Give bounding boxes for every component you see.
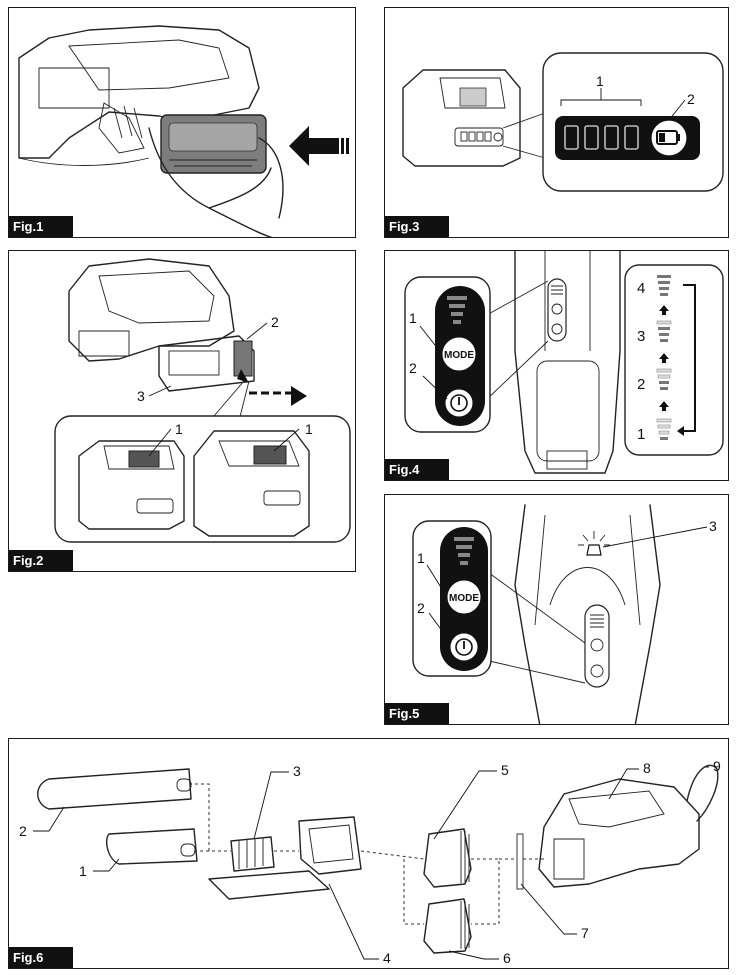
callout-label: 1: [305, 421, 313, 437]
level-number: 4: [637, 280, 645, 297]
level-1-bars: [656, 418, 672, 440]
indicator-lamp: [604, 125, 619, 150]
callout-label: 1: [409, 310, 417, 326]
callout-label: 2: [19, 823, 27, 839]
battery-insert-illustration: [18, 25, 349, 237]
power-icon: [455, 638, 473, 656]
callout-label: 2: [409, 360, 417, 376]
callout-label: 1: [175, 421, 183, 437]
arrow-up-icon: [659, 305, 669, 315]
indicator-lamp: [584, 125, 599, 150]
figure-5-label: Fig.5: [385, 703, 450, 724]
callout-label: 2: [271, 314, 279, 330]
callout-label: 1: [596, 73, 604, 89]
mode-levels-illustration: MODE 1 2 4 3 2 1: [404, 251, 724, 474]
figure-6-panel: 3 5 8 9 2 1 4 6 7 Fig.6: [8, 738, 729, 969]
indicator-lamp: [564, 125, 579, 150]
figure-5-panel: 3 MODE 1 2 Fig.5: [384, 494, 729, 725]
battery-indicator-illustration: 1 2: [402, 52, 724, 192]
battery-remove-illustration: 2 3 1 1: [54, 258, 351, 543]
figure-2-panel: 2 3 1 1 Fig.2: [8, 250, 356, 572]
figure-2-label: Fig.2: [9, 550, 74, 571]
callout-label: 2: [417, 600, 425, 616]
figure-1-panel: Fig.1: [8, 7, 356, 238]
callout-label: 3: [709, 518, 717, 534]
callout-label: 4: [383, 950, 391, 966]
figure-4-panel: MODE 1 2 4 3 2 1 Fig.4: [384, 250, 729, 481]
callout-label: 3: [293, 763, 301, 779]
levels-zoom-box: [624, 264, 724, 456]
level-2-bars: [656, 368, 672, 390]
figure-3-panel: 1 2 Fig.3: [384, 7, 729, 238]
power-icon: [450, 394, 468, 412]
level-4-bars: [657, 275, 671, 296]
level-number: 1: [637, 426, 645, 443]
cycle-arrow: [681, 284, 696, 432]
callout-label: 3: [137, 388, 145, 404]
level-number: 3: [637, 328, 645, 345]
level-3-bars: [656, 320, 672, 342]
mode-button-label: MODE: [444, 350, 474, 361]
figure-3-label: Fig.3: [385, 216, 450, 237]
callout-label: 6: [503, 950, 511, 966]
accessory-assembly-illustration: 3 5 8 9 2 1 4 6 7: [19, 758, 721, 966]
figure-1-label: Fig.1: [9, 216, 74, 237]
callout-label: 1: [417, 550, 425, 566]
callout-label: 1: [79, 863, 87, 879]
light-icon: [586, 544, 602, 556]
callout-label: 8: [643, 760, 651, 776]
indicator-lamp: [624, 125, 639, 150]
figure-4-label: Fig.4: [385, 459, 450, 480]
arrow-up-icon: [659, 353, 669, 363]
callout-label: 5: [501, 762, 509, 778]
insert-direction-arrow: [289, 126, 339, 166]
callout-label: 7: [581, 925, 589, 941]
callout-label: 2: [687, 91, 695, 107]
figure-6-label: Fig.6: [9, 947, 74, 968]
arrow-up-icon: [659, 401, 669, 411]
light-illustration: 3 MODE 1 2: [412, 504, 717, 724]
level-number: 2: [637, 376, 645, 393]
mode-button-label: MODE: [449, 593, 479, 604]
callout-label: 9: [713, 758, 721, 774]
